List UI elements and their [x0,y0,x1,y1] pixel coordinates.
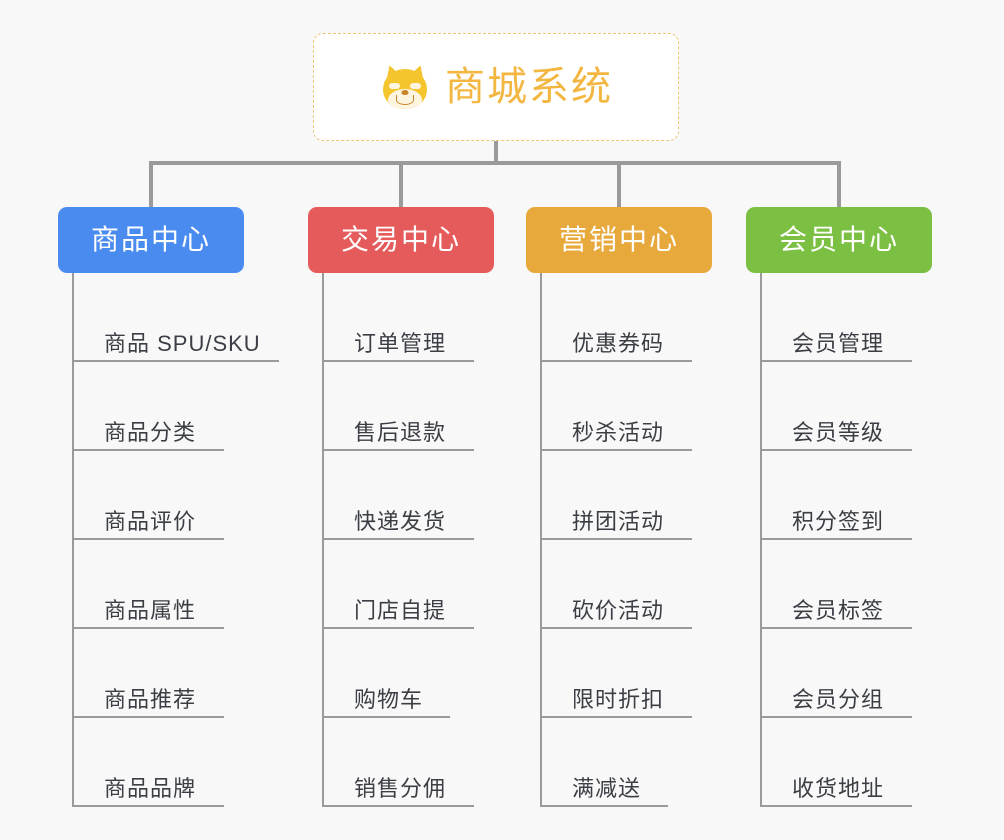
leaf-item[interactable]: 商品 SPU/SKU [74,273,279,362]
leaf-list-trade-center: 订单管理售后退款快递发货门店自提购物车销售分佣 [322,273,494,807]
leaf-item-label: 商品品牌 [104,776,197,801]
leaf-item-underline [542,716,692,718]
connector-drop-2 [399,161,403,207]
leaf-item-label: 拼团活动 [572,509,665,534]
leaf-item[interactable]: 门店自提 [324,540,494,629]
leaf-item-underline [762,538,912,540]
leaf-item-label: 会员标签 [792,598,885,623]
leaf-item-label: 会员分组 [792,687,885,712]
leaf-item[interactable]: 购物车 [324,629,494,718]
leaf-item-label: 商品推荐 [104,687,197,712]
branch-column-marketing-center: 营销中心优惠券码秒杀活动拼团活动砍价活动限时折扣满减送 [526,207,712,807]
leaf-item-underline [762,805,912,807]
leaf-item[interactable]: 快递发货 [324,451,494,540]
leaf-item-underline [762,449,912,451]
leaf-item[interactable]: 会员等级 [762,362,932,451]
root-title: 商城系统 [445,65,613,109]
leaf-item-underline [74,449,224,451]
connector-drop-4 [837,161,841,207]
leaf-item[interactable]: 售后退款 [324,362,494,451]
leaf-item[interactable]: 会员管理 [762,273,932,362]
leaf-item[interactable]: 商品分类 [74,362,244,451]
leaf-item[interactable]: 销售分佣 [324,718,494,807]
leaf-item-underline [542,805,668,807]
leaf-item-label: 会员等级 [792,420,885,445]
leaf-item[interactable]: 订单管理 [324,273,494,362]
leaf-list-product-center: 商品 SPU/SKU 商品分类商品评价商品属性商品推荐商品品牌 [72,273,279,807]
leaf-item-label: 商品分类 [104,420,197,445]
leaf-item-underline [324,449,474,451]
leaf-item-label: 满减送 [572,776,642,801]
leaf-item[interactable]: 积分签到 [762,451,932,540]
leaf-item-underline [74,805,224,807]
category-box-trade-center[interactable]: 交易中心 [308,207,494,273]
connector-drop-1 [149,161,153,207]
branch-column-trade-center: 交易中心订单管理售后退款快递发货门店自提购物车销售分佣 [308,207,494,807]
leaf-item[interactable]: 商品属性 [74,540,244,629]
leaf-item[interactable]: 会员标签 [762,540,932,629]
leaf-list-member-center: 会员管理会员等级积分签到会员标签会员分组收货地址 [760,273,932,807]
leaf-item-underline [74,360,279,362]
leaf-item[interactable]: 砍价活动 [542,540,712,629]
leaf-item[interactable]: 拼团活动 [542,451,712,540]
connector-drop-3 [617,161,621,207]
leaf-item-underline [542,449,692,451]
leaf-item-label: 砍价活动 [572,598,665,623]
leaf-item-label: 快递发货 [354,509,447,534]
connector-root-stem [494,141,498,163]
leaf-item-label: 门店自提 [354,598,447,623]
leaf-item-underline [762,360,912,362]
branch-column-product-center: 商品中心商品 SPU/SKU 商品分类商品评价商品属性商品推荐商品品牌 [58,207,279,807]
leaf-item-underline [74,627,224,629]
leaf-item[interactable]: 限时折扣 [542,629,712,718]
leaf-item-label: 积分签到 [792,509,885,534]
leaf-item-label: 销售分佣 [354,776,447,801]
leaf-item-underline [762,716,912,718]
leaf-item[interactable]: 商品推荐 [74,629,244,718]
leaf-item-label: 商品属性 [104,598,197,623]
leaf-item-underline [74,538,224,540]
leaf-item-label: 限时折扣 [572,687,665,712]
leaf-item[interactable]: 优惠券码 [542,273,712,362]
connector-horizontal-bus [149,161,841,165]
leaf-item-label: 秒杀活动 [572,420,665,445]
leaf-item-underline [324,805,474,807]
leaf-item[interactable]: 会员分组 [762,629,932,718]
category-box-marketing-center[interactable]: 营销中心 [526,207,712,273]
leaf-item-label: 订单管理 [354,331,447,356]
leaf-item-label: 优惠券码 [572,331,665,356]
leaf-item-underline [542,538,692,540]
leaf-item-underline [74,716,224,718]
leaf-list-marketing-center: 优惠券码秒杀活动拼团活动砍价活动限时折扣满减送 [540,273,712,807]
leaf-item-label: 商品评价 [104,509,197,534]
leaf-item-label: 会员管理 [792,331,885,356]
category-label: 会员中心 [778,224,899,255]
leaf-item-label: 售后退款 [354,420,447,445]
root-node-商城系统[interactable]: 商城系统 [313,33,679,141]
leaf-item-underline [324,360,474,362]
leaf-item[interactable]: 商品品牌 [74,718,244,807]
category-label: 交易中心 [340,224,461,255]
leaf-item-underline [542,627,692,629]
leaf-item-underline [324,627,474,629]
leaf-item-underline [762,627,912,629]
leaf-item-label: 商品 SPU/SKU [104,331,261,356]
leaf-item-label: 购物车 [354,687,424,712]
leaf-item[interactable]: 收货地址 [762,718,932,807]
leaf-item-label: 收货地址 [792,776,885,801]
category-label: 商品中心 [90,224,211,255]
leaf-item-underline [542,360,692,362]
leaf-item-underline [324,538,474,540]
branch-column-member-center: 会员中心会员管理会员等级积分签到会员标签会员分组收货地址 [746,207,932,807]
leaf-item-underline [324,716,450,718]
shiba-dog-face-icon [379,62,431,111]
category-box-member-center[interactable]: 会员中心 [746,207,932,273]
category-box-product-center[interactable]: 商品中心 [58,207,244,273]
leaf-item[interactable]: 商品评价 [74,451,244,540]
leaf-item[interactable]: 秒杀活动 [542,362,712,451]
category-label: 营销中心 [558,224,679,255]
leaf-item[interactable]: 满减送 [542,718,712,807]
